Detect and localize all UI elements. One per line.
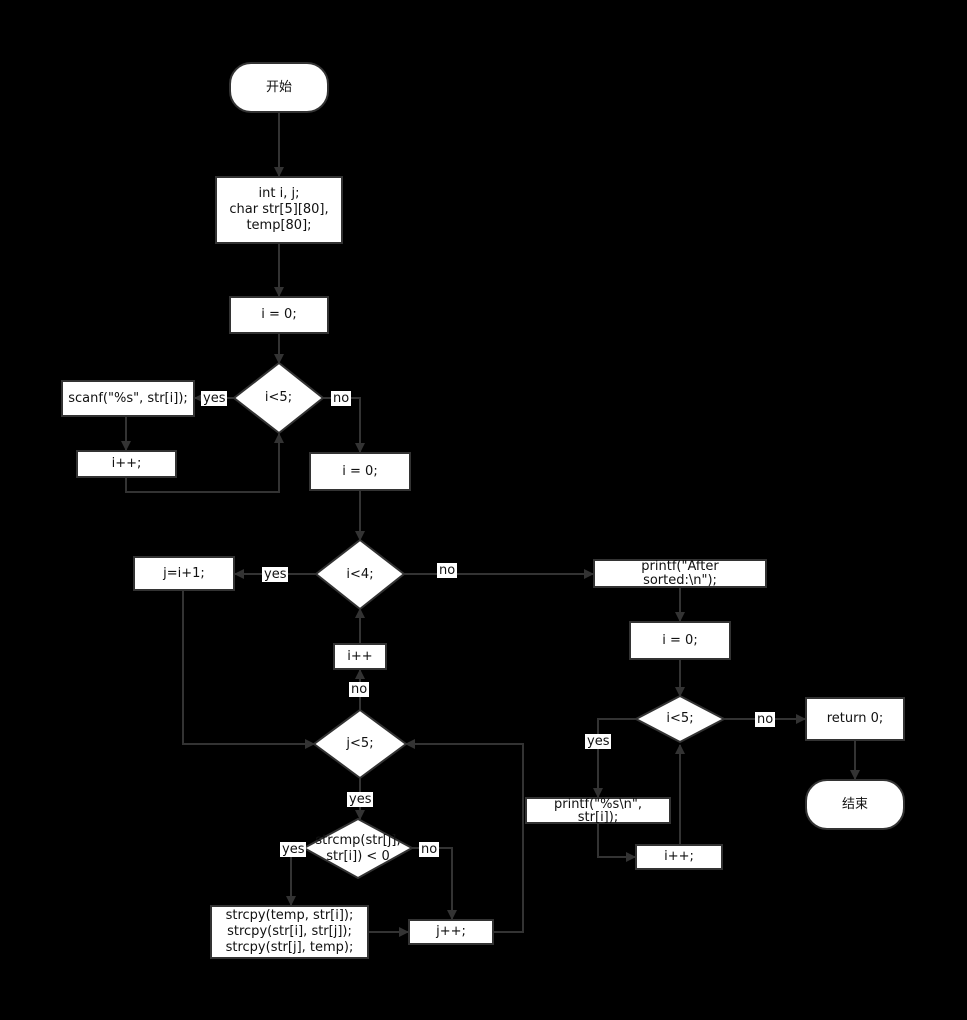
print-line-2: str[i]); [577,809,619,825]
set-j-box: j=i+1; [133,556,235,591]
swap-line-2: strcpy(str[i], str[j]); [227,924,352,939]
edge-setj-inner [182,591,315,749]
decision-outer-text: i<4; [316,540,404,609]
declare-line-1: int i, j; [258,186,300,201]
init-i-box-1: i = 0; [229,296,329,334]
print-line-1: printf("%s\n", [553,796,643,812]
init-i-box-3: i = 0; [629,621,731,660]
decision-read-diamond [232,361,325,435]
cond-inner-label: j<5; [346,736,374,751]
inc-i-read-box: i++; [76,450,177,478]
no-label-outer: no [437,563,458,578]
decision-outer-diamond [314,538,406,611]
inc-j-label: j++; [436,924,466,939]
print-header-box: printf("After sorted:\n"); [593,559,767,588]
inc-j-box: j++; [408,919,494,945]
return-label: return 0; [826,711,884,726]
no-label-compare: no [419,842,440,857]
scanf-box: scanf("%s", str[i]); [61,380,195,417]
decision-compare-diamond [301,817,415,880]
yes-label-compare: yes [280,842,307,857]
decision-print-diamond [633,694,727,744]
no-label-read: no [331,391,352,406]
inc-i-outer-box: i++ [333,643,387,670]
decision-print-text: i<5; [636,696,724,742]
set-j-label: j=i+1; [163,565,205,581]
no-label-inner: no [349,682,370,697]
swap-box: strcpy(temp, str[i]); strcpy(str[i], str… [210,905,369,959]
start-label: 开始 [265,79,292,95]
yes-label-inner: yes [347,792,374,807]
yes-label-print: yes [585,734,612,749]
edge-cond-yes-print [593,718,636,798]
edge-inc-back [125,433,284,493]
decision-compare-text: strcmp(str[j], str[i]) < 0 [304,819,412,878]
init-i-label-1: i = 0; [261,307,297,322]
print-header-line-2: sorted:\n"); [643,572,717,588]
decision-inner-text: j<5; [314,710,406,778]
declare-line-2: char str[5][80], [229,202,329,217]
cond-cmp-line-2: str[i]) < 0 [326,848,390,864]
init-i-box-2: i = 0; [309,452,411,491]
print-header-line-1: printf("After [641,558,719,574]
inc-i-print-label: i++; [664,849,694,864]
return-box: return 0; [805,697,905,741]
inc-i-print-box: i++; [635,844,723,870]
swap-line-1: strcpy(temp, str[i]); [225,908,354,923]
decision-inner-diamond [312,708,408,780]
decision-read-text: i<5; [234,363,323,433]
init-i-label-3: i = 0; [662,632,698,648]
yes-label-read: yes [201,391,228,406]
declare-line-3: temp[80]; [246,218,312,233]
no-label-print: no [755,712,776,727]
edge-cmp-no-incj [412,847,457,920]
yes-label-outer: yes [262,567,289,582]
cond-outer-label: i<4; [346,566,374,582]
end-terminal: 结束 [805,779,905,830]
cond-read-label: i<5; [264,390,293,405]
start-terminal: 开始 [229,62,329,113]
cond-print-label: i<5; [666,711,694,726]
inc-i-outer-label: i++ [347,648,373,664]
end-label: 结束 [841,796,868,812]
swap-line-3: strcpy(str[j], temp); [225,940,354,955]
edge-print-inc [597,824,636,862]
scanf-label: scanf("%s", str[i]); [68,390,188,406]
init-i-label-2: i = 0; [342,463,378,479]
inc-i-read-label: i++; [111,456,142,471]
print-line-box: printf("%s\n", str[i]); [525,797,671,824]
edge-incj-inner [405,739,524,933]
cond-cmp-line-1: strcmp(str[j], [315,832,401,848]
edge-cond-no-init2 [323,397,365,453]
declare-box: int i, j; char str[5][80], temp[80]; [215,176,343,244]
